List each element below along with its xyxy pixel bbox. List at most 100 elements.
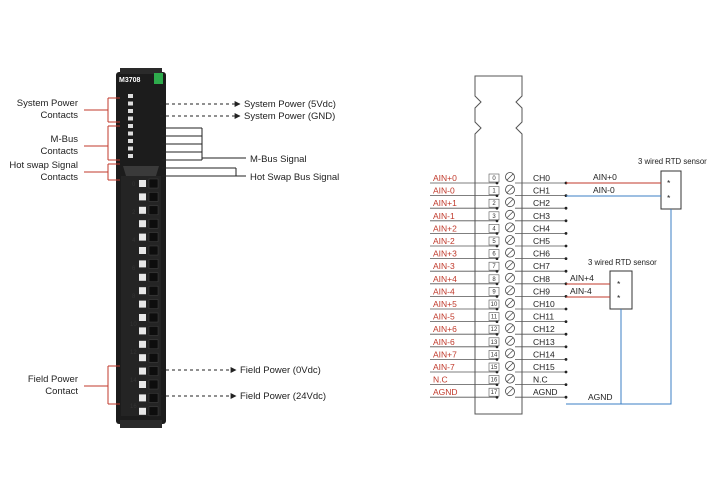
input-wire-dot xyxy=(495,383,499,386)
terminal-number-box xyxy=(488,299,500,309)
channel-wire-dot xyxy=(564,269,568,273)
terminal-number-box xyxy=(488,324,500,334)
terminal-number-box xyxy=(488,224,500,233)
contact-pad xyxy=(128,139,133,143)
contact-pad xyxy=(128,146,133,151)
module-top-cap xyxy=(120,68,162,74)
terminal-spring xyxy=(139,381,146,388)
terminal-number-box xyxy=(488,287,500,296)
channel-label: N.C xyxy=(533,375,548,385)
label-hotswap-line2: Contacts xyxy=(41,172,79,183)
terminal-number: 6 xyxy=(492,252,496,258)
mbus-signal-lines xyxy=(162,127,246,161)
terminal-hole xyxy=(148,205,159,216)
terminal-number: 5 xyxy=(492,239,496,245)
channel-wire-dot xyxy=(564,332,568,336)
module-bottom-cap xyxy=(120,420,162,428)
screw-slot xyxy=(506,324,514,332)
input-label: AIN+0 xyxy=(433,173,457,183)
agnd-wire-label: AGND xyxy=(588,392,613,402)
input-label: N.C xyxy=(433,375,448,385)
input-label: AIN+1 xyxy=(433,198,457,208)
terminal-number: 13 xyxy=(491,340,498,346)
screw-slot xyxy=(506,186,514,193)
terminal-number: 8 xyxy=(492,277,496,283)
input-wire-dot xyxy=(495,206,499,210)
terminal-number: 2 xyxy=(132,210,136,216)
channel-wire-dot xyxy=(564,358,568,361)
channel-wire-dot xyxy=(564,307,568,311)
screw-slot xyxy=(506,173,514,181)
channel-wire-dot xyxy=(564,370,568,374)
sensor1-box xyxy=(660,170,682,210)
screw-slot xyxy=(506,387,514,395)
terminal-hole xyxy=(148,312,159,323)
terminal-hole xyxy=(148,192,159,202)
input-wire-dot xyxy=(495,358,499,361)
terminal-number-box xyxy=(488,261,500,271)
sensor2-minus-label: AIN-4 xyxy=(570,286,592,296)
wire-agnd-sensor1 xyxy=(566,209,672,405)
input-label: AIN-5 xyxy=(433,312,455,322)
label-field-power-line2: Contact xyxy=(45,386,78,397)
terminal-number: 16 xyxy=(491,378,498,384)
label-system-power-5v: System Power (5Vdc) xyxy=(244,99,336,110)
terminal-number: 7 xyxy=(492,264,496,270)
channel-label: CH10 xyxy=(533,299,555,309)
channel-label: CH6 xyxy=(533,249,550,259)
terminal-number: 11 xyxy=(491,315,498,321)
terminal-hole xyxy=(148,352,159,363)
terminal-hole xyxy=(148,218,159,229)
input-label: AIN-2 xyxy=(433,236,455,246)
input-label: AIN+3 xyxy=(433,249,457,259)
terminal-hole xyxy=(148,326,159,336)
label-mbus-line2: Contacts xyxy=(41,146,79,157)
module-terminal-numbers: 0 2 4 6 8 10 12 14 16 xyxy=(130,182,137,410)
terminal-number: 4 xyxy=(492,226,496,232)
module-contacts xyxy=(128,94,133,158)
terminal-spring xyxy=(139,206,146,214)
screw-slot xyxy=(506,287,514,294)
terminal-hole xyxy=(148,339,159,350)
terminal-number-box xyxy=(488,312,500,321)
input-wire-dot xyxy=(495,257,499,260)
left-callouts: System Power Contacts M-Bus Contacts Hot… xyxy=(9,97,120,405)
input-label: AIN+6 xyxy=(433,324,457,334)
terminal-hole xyxy=(148,406,159,417)
input-wire-dot xyxy=(495,320,499,323)
screw-slot xyxy=(506,249,514,256)
sensor1-plus-label: AIN+0 xyxy=(593,172,617,182)
bracket-system-power xyxy=(84,97,120,123)
terminal-number: 3 xyxy=(492,214,496,220)
input-wire-dot xyxy=(495,219,499,223)
sensor2-box xyxy=(609,270,633,310)
channel-label: AGND xyxy=(533,387,558,397)
terminal-hole xyxy=(148,366,159,376)
label-mbus-signal: M-Bus Signal xyxy=(250,154,307,165)
contact-pad xyxy=(128,101,133,106)
module-model-label: M3708 xyxy=(119,77,141,84)
sensor2-pin: * xyxy=(617,279,621,289)
terminal-hole xyxy=(148,178,159,189)
channel-wire-dot xyxy=(564,206,568,210)
screw-slot xyxy=(506,375,514,382)
terminal-number-box xyxy=(488,362,500,372)
terminal-number-box xyxy=(488,375,500,384)
module-terminals xyxy=(139,178,159,417)
label-hotswap-bus-signal: Hot Swap Bus Signal xyxy=(250,172,339,183)
screw-slot xyxy=(506,261,514,269)
terminal-spring xyxy=(139,180,146,187)
terminal-spring xyxy=(139,233,146,241)
input-label: AIN+5 xyxy=(433,299,457,309)
channel-label: CH13 xyxy=(533,337,555,347)
sensor2-title: 3 wired RTD sensor xyxy=(588,258,657,267)
bracket-mbus xyxy=(84,125,120,161)
channel-wire-dot xyxy=(564,345,568,349)
terminal-spring xyxy=(139,354,146,362)
terminal-spring xyxy=(139,314,146,321)
terminal-number: 12 xyxy=(491,327,498,333)
terminal-number: 10 xyxy=(491,302,498,308)
label-field-power-line1: Field Power xyxy=(28,374,78,385)
bracket-hotswap xyxy=(84,163,120,181)
screw-slot xyxy=(506,236,514,244)
